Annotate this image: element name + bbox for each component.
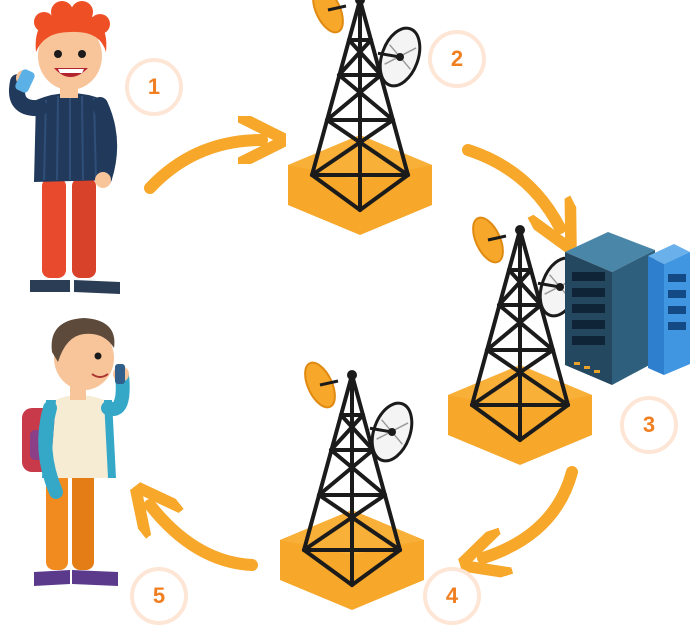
step-number: 5: [152, 583, 166, 608]
receiver-boy-icon: [22, 318, 130, 586]
step-badge-4: 4: [423, 567, 481, 625]
arrow-4-to-5: [150, 505, 258, 571]
server-rack-icon: [565, 232, 690, 385]
step-badge-1: 1: [125, 58, 183, 116]
step-badge-3: 3: [620, 396, 678, 454]
arrow-3-to-4: [483, 466, 578, 558]
cell-tower-4-icon: [278, 353, 426, 612]
step-badge-2: 2: [428, 30, 486, 88]
step-number: 3: [642, 412, 656, 437]
step-number: 1: [147, 74, 161, 99]
caller-boy-icon: [9, 1, 120, 294]
step-number: 4: [445, 583, 459, 608]
step-number: 2: [450, 46, 464, 71]
step-badge-5: 5: [130, 567, 188, 625]
arrow-1-to-2: [144, 140, 262, 194]
arrow-2-to-3: [462, 144, 560, 228]
cell-tower-2-icon: [286, 0, 434, 238]
